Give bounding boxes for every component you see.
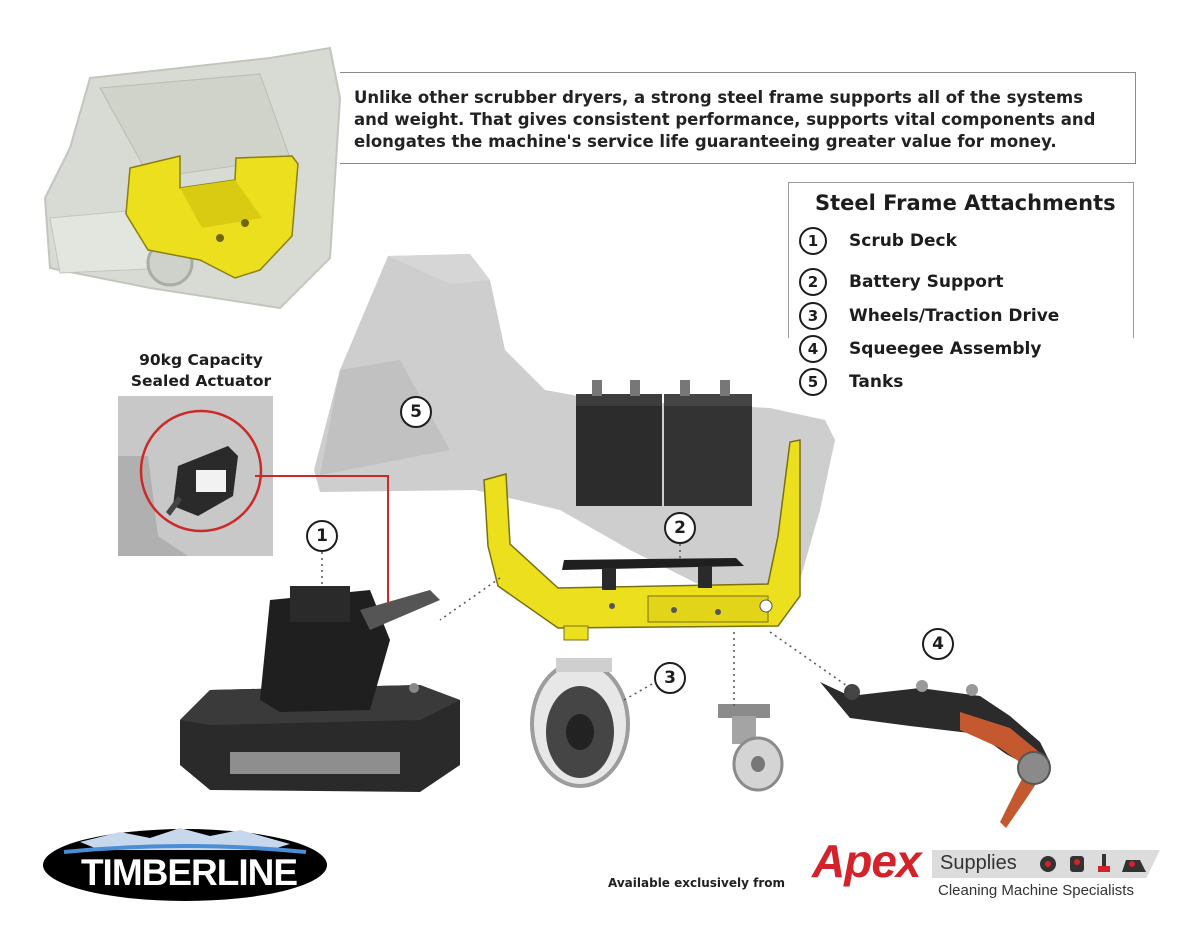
legend-item-scrub-deck: 1 Scrub Deck: [799, 227, 957, 255]
actuator-caption: 90kg Capacity Sealed Actuator: [116, 350, 286, 392]
legend-title: Steel Frame Attachments: [815, 191, 1116, 215]
legend-item-squeegee: 4 Squeegee Assembly: [799, 335, 1041, 363]
actuator-highlight-ring: [139, 409, 263, 533]
legend-label: Wheels/Traction Drive: [849, 306, 1060, 326]
legend-number: 3: [799, 302, 827, 330]
apex-machine-icons: [1040, 854, 1146, 872]
callout-5: 5: [400, 396, 432, 428]
timberline-logo: [43, 828, 327, 901]
caster-wheel-illustration: [718, 704, 784, 792]
legend-label: Scrub Deck: [849, 231, 957, 251]
callout-4: 4: [922, 628, 954, 660]
legend-number: 2: [799, 268, 827, 296]
actuator-caption-line2: Sealed Actuator: [130, 372, 272, 390]
legend-number: 4: [799, 335, 827, 363]
legend-label: Tanks: [849, 372, 904, 392]
legend-item-battery-support: 2 Battery Support: [799, 268, 1003, 296]
callout-1: 1: [306, 520, 338, 552]
legend-item-tanks: 5 Tanks: [799, 368, 903, 396]
apex-logo-word: Apex: [812, 835, 921, 887]
steel-frame-legend: Steel Frame Attachments 1 Scrub Deck 2 B…: [788, 182, 1134, 396]
apex-supplies-banner: Supplies: [932, 850, 1160, 878]
legend-number: 1: [799, 227, 827, 255]
actuator-caption-line1: 90kg Capacity: [139, 351, 263, 369]
timberline-wordmark: TIMBERLINE: [80, 852, 298, 893]
apex-supplies-text: Supplies: [940, 852, 1017, 874]
batteries-illustration: [576, 380, 752, 506]
callout-2: 2: [664, 512, 696, 544]
steel-frame-illustration: [483, 439, 801, 641]
squeegee-illustration: [820, 680, 1051, 828]
available-text: Available exclusively from: [608, 876, 785, 890]
apex-tagline: Cleaning Machine Specialists: [938, 882, 1134, 899]
legend-label: Squeegee Assembly: [849, 339, 1042, 359]
callout-3: 3: [654, 662, 686, 694]
drive-wheel-illustration: [530, 658, 630, 788]
machine-overview-illustration: [43, 46, 342, 310]
tank-illustration: [314, 254, 835, 595]
actuator-leader-line: [255, 475, 389, 604]
intro-description: Unlike other scrubber dryers, a strong s…: [340, 72, 1136, 164]
scrub-deck-illustration: [180, 586, 460, 792]
legend-label: Battery Support: [849, 272, 1004, 292]
legend-item-wheels: 3 Wheels/Traction Drive: [799, 302, 1059, 330]
legend-number: 5: [799, 368, 827, 396]
